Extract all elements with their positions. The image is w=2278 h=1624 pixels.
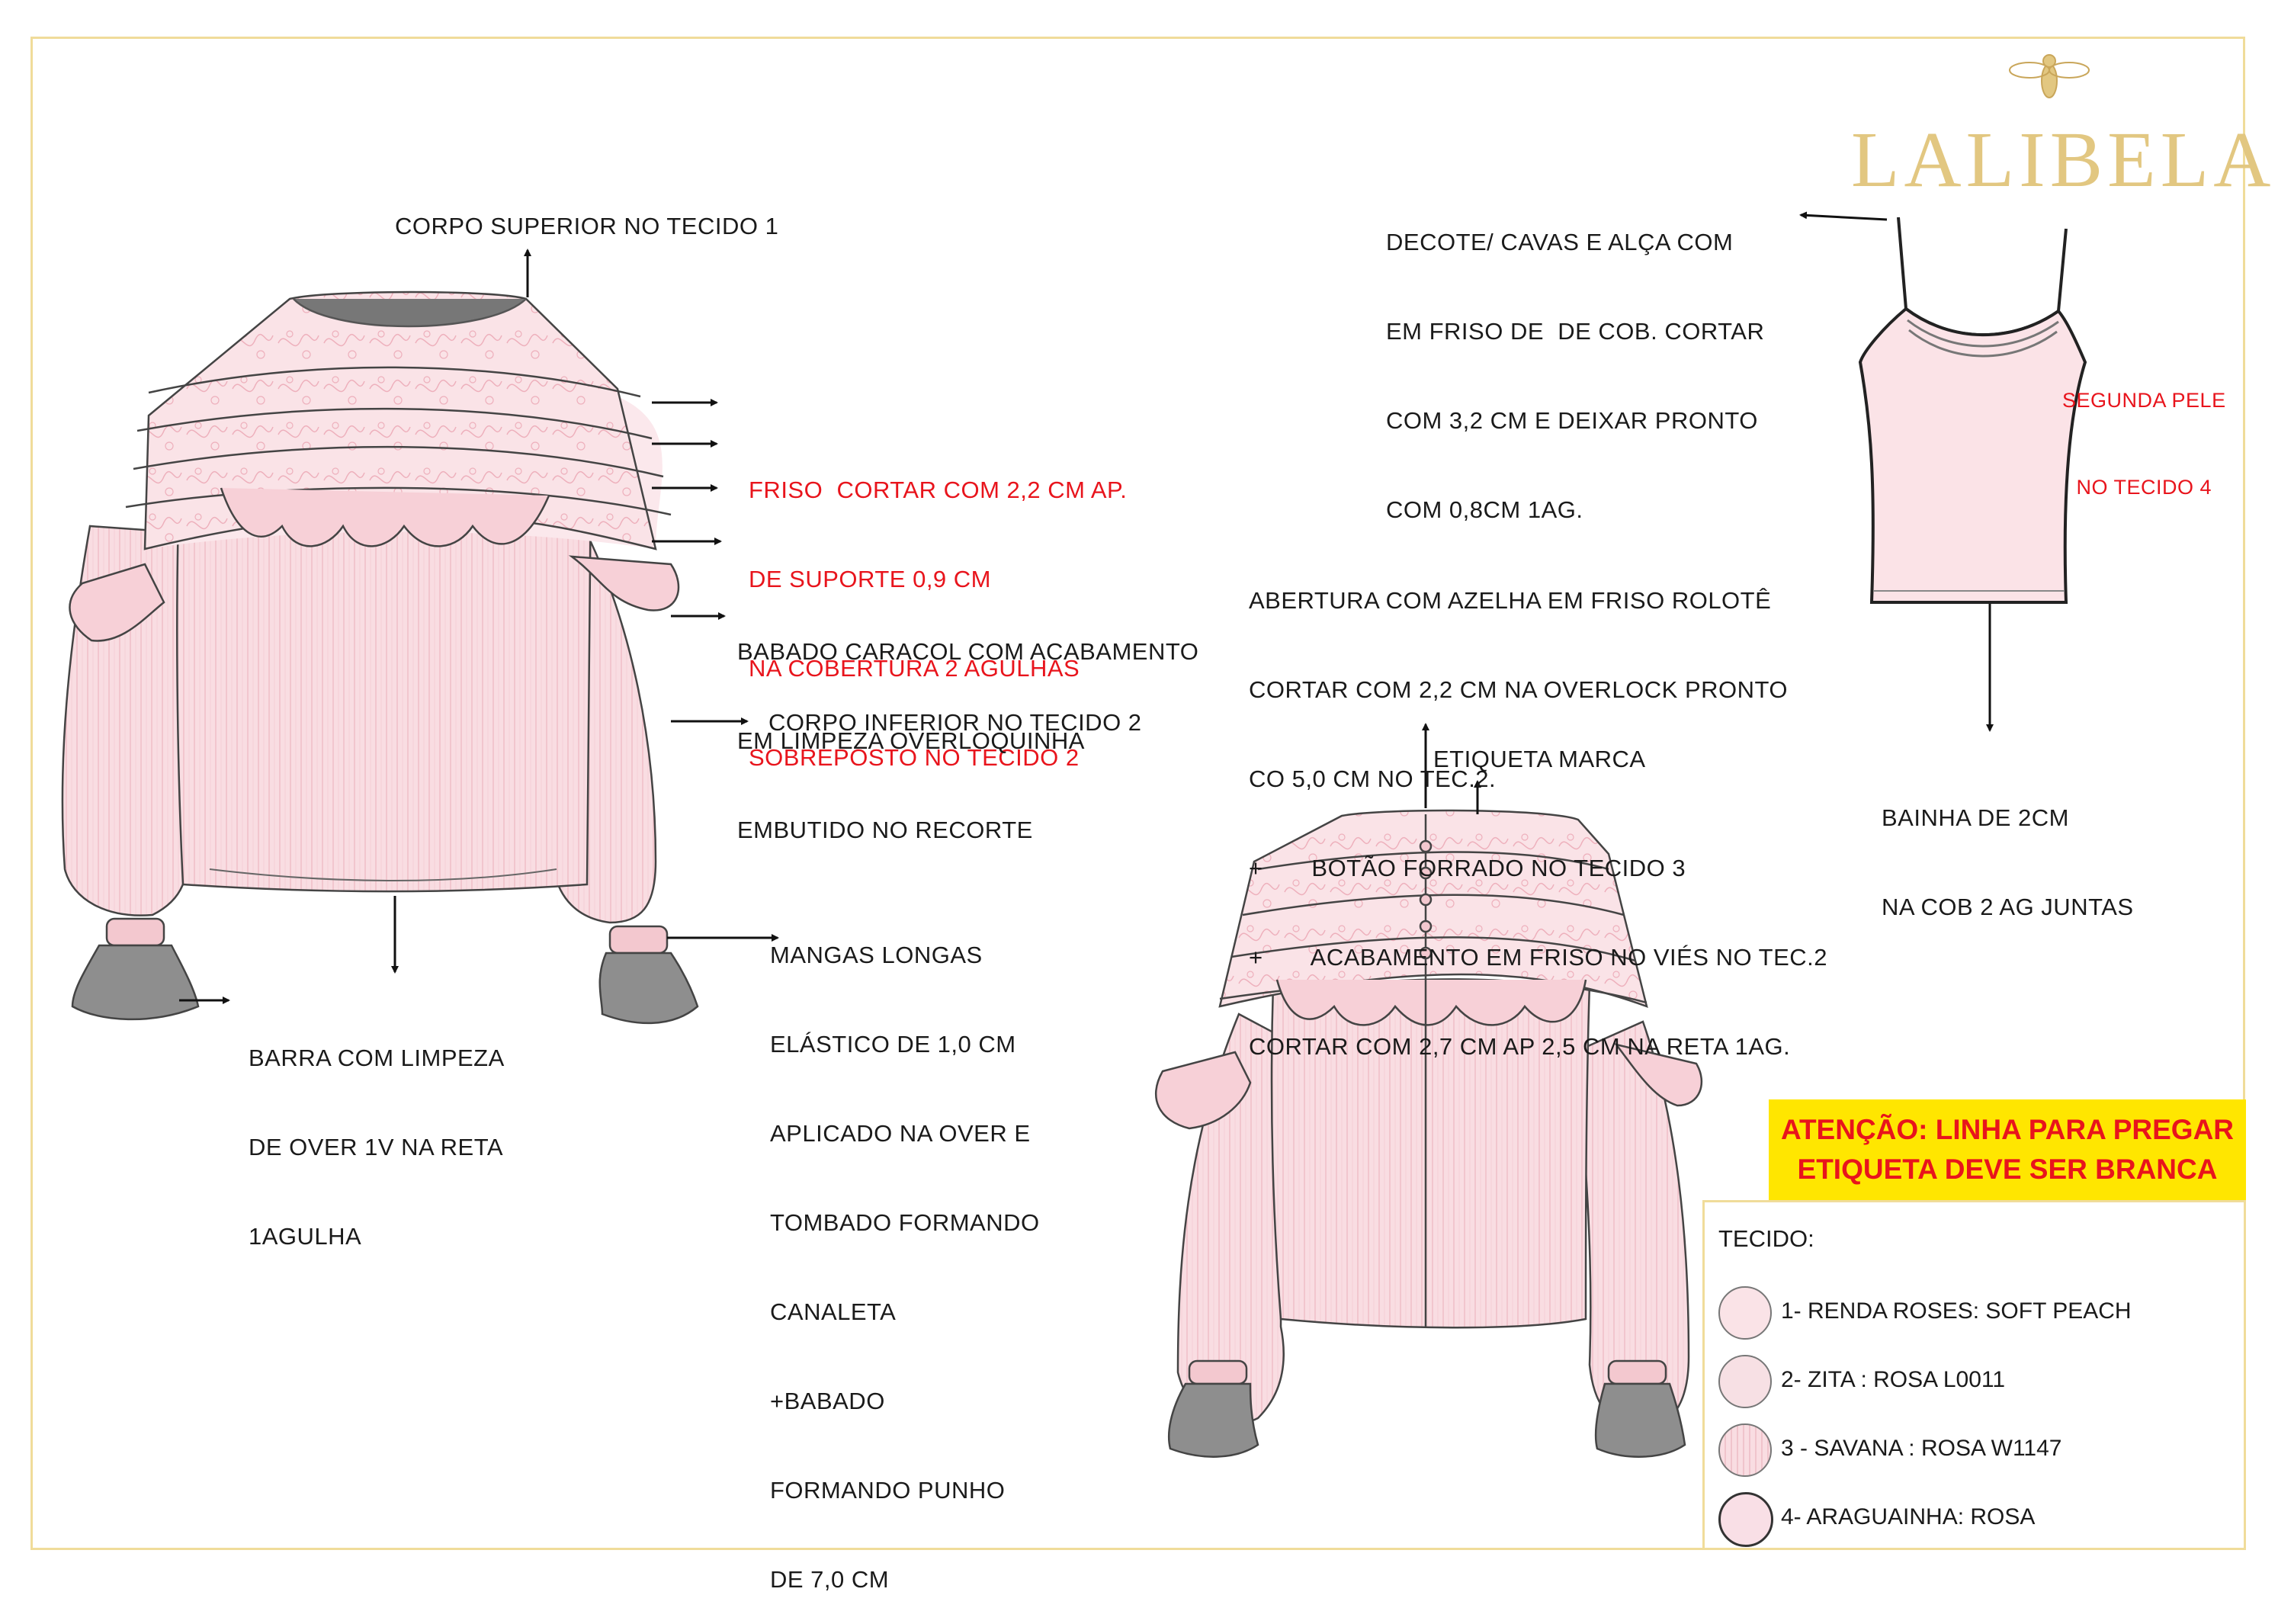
note-abertura: ABERTURA COM AZELHA EM FRISO ROLOTÊ CORT… <box>1249 587 1827 1060</box>
legend-item: 4- ARAGUAINHA: ROSA <box>1705 1492 2244 1553</box>
brand-logo: LALIBELA <box>1851 116 2276 204</box>
technical-drawing <box>61 54 2090 1458</box>
note-etiqueta: ETIQUETA MARCA <box>1433 746 1646 772</box>
legend-item: 2- ZITA : ROSA L0011 <box>1705 1355 2244 1416</box>
legend-item: 3 - SAVANA : ROSA W1147 <box>1705 1423 2244 1484</box>
striped-swatch <box>1718 1423 1772 1477</box>
lace-swatch <box>1718 1286 1772 1340</box>
camisole-drawing <box>1858 217 2087 604</box>
note-segunda-pele: SEGUNDA PELE NO TECIDO 4 <box>2062 389 2226 499</box>
note-upper-body: CORPO SUPERIOR NO TECIDO 1 <box>395 213 779 239</box>
note-babado: BABADO CARACOL COM ACABAMENTO EM LIMPEZA… <box>737 638 1199 843</box>
note-mangas: MANGAS LONGAS ELÁSTICO DE 1,0 CM APLICAD… <box>770 942 1040 1593</box>
crepe-swatch <box>1718 1355 1772 1408</box>
callout-arrows <box>179 211 1994 1004</box>
note-friso: FRISO CORTAR COM 2,2 CM AP. DE SUPORTE 0… <box>749 477 1128 771</box>
bee-icon <box>2009 54 2090 98</box>
note-bainha: BAINHA DE 2CM NA COB 2 AG JUNTAS <box>1882 804 2134 920</box>
note-lower-body: CORPO INFERIOR NO TECIDO 2 <box>768 709 1142 736</box>
fabric-legend: TECIDO: 1- RENDA ROSES: SOFT PEACH 2- ZI… <box>1702 1200 2246 1550</box>
knit-swatch <box>1718 1492 1773 1547</box>
legend-item: 1- RENDA ROSES: SOFT PEACH <box>1705 1286 2244 1347</box>
alert-label-thread: ATENÇÃO: LINHA PARA PREGAR ETIQUETA DEVE… <box>1769 1099 2246 1200</box>
note-barra: BARRA COM LIMPEZA DE OVER 1V NA RETA 1AG… <box>249 1045 505 1250</box>
legend-title: TECIDO: <box>1718 1225 1814 1252</box>
sheet-frame <box>30 37 2245 1550</box>
front-blouse-drawing <box>61 290 699 1025</box>
back-blouse-drawing <box>1154 809 1703 1458</box>
note-decote: DECOTE/ CAVAS E ALÇA COM EM FRISO DE DE … <box>1386 229 1765 523</box>
